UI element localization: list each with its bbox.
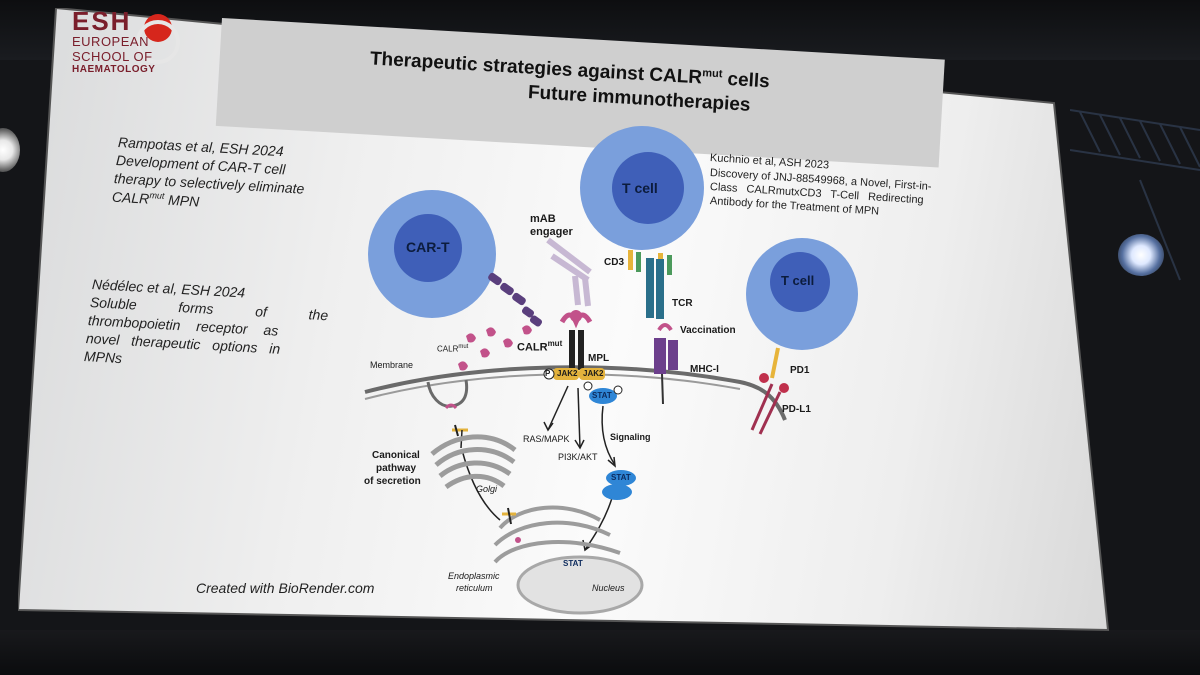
membrane-label: Membrane bbox=[370, 360, 414, 370]
biorender-credit: Created with BioRender.com bbox=[196, 580, 375, 596]
pd1-label: PD1 bbox=[790, 365, 810, 376]
t-cell-1-label: T cell bbox=[622, 180, 658, 196]
jak2-label-b: JAK2 bbox=[583, 369, 604, 378]
logo-school: SCHOOL OF bbox=[72, 49, 153, 64]
t-cell-2-label: T cell bbox=[781, 273, 815, 288]
calr-small-label: CALRmut bbox=[437, 344, 469, 354]
tcr-cd3-complex bbox=[628, 250, 672, 319]
stat-dimer-cytoplasm bbox=[602, 470, 636, 500]
golgi-apparatus bbox=[430, 434, 517, 490]
logo-european: EUROPEAN bbox=[72, 34, 149, 49]
stat-membrane bbox=[583, 381, 623, 404]
stage-spotlight-right bbox=[1118, 234, 1164, 276]
nucleus-label: Nucleus bbox=[592, 583, 625, 593]
mhc-i bbox=[654, 323, 678, 405]
logo-red-dot bbox=[144, 14, 172, 42]
mhc-label: MHC-I bbox=[690, 364, 719, 375]
signaling-label: Signaling bbox=[610, 432, 651, 442]
calr-big-label: CALRmut bbox=[517, 339, 563, 354]
vaccination-label: Vaccination bbox=[680, 325, 736, 336]
jak2-kinase bbox=[543, 368, 605, 380]
ras-mapk-label: RAS/MAPK bbox=[523, 434, 570, 444]
canonical-label-1: Canonical bbox=[372, 450, 420, 461]
signaling-arrows bbox=[543, 385, 616, 552]
canonical-label-3: of secretion bbox=[364, 476, 421, 487]
pd1-receptor bbox=[770, 347, 780, 379]
nucleus bbox=[516, 555, 644, 615]
esh-logo bbox=[136, 14, 180, 64]
mpl-receptor bbox=[559, 310, 593, 370]
car-t-label: CAR-T bbox=[406, 239, 450, 255]
jak2-label-a: JAK2 bbox=[557, 369, 578, 378]
car-t-nucleus bbox=[394, 214, 462, 282]
stage-spotlight-left bbox=[0, 128, 20, 172]
endoplasmic-reticulum bbox=[493, 505, 621, 564]
pi3k-akt-label: PI3K/AKT bbox=[558, 452, 598, 462]
mab-engager bbox=[546, 237, 592, 307]
stage-floor bbox=[0, 630, 1200, 675]
phospho-label: P bbox=[545, 369, 551, 378]
car-receptor bbox=[488, 272, 543, 327]
tcr-label: TCR bbox=[672, 298, 693, 309]
stat-label-mid: STAT bbox=[611, 473, 631, 482]
mab-label: mAB bbox=[530, 213, 556, 225]
secretion-vesicle bbox=[426, 379, 501, 521]
t-cell-1-nucleus bbox=[612, 152, 684, 224]
pdl1-label: PD-L1 bbox=[782, 404, 811, 415]
engager-label: engager bbox=[530, 226, 573, 238]
canonical-label-2: pathway bbox=[376, 463, 417, 474]
er-label-1: Endoplasmic bbox=[448, 571, 500, 581]
stat-label-membrane: STAT bbox=[592, 391, 612, 400]
mpl-label: MPL bbox=[588, 353, 610, 364]
calr-mut-soluble bbox=[458, 325, 532, 371]
er-label-2: reticulum bbox=[456, 583, 493, 593]
t-cell-2-nucleus bbox=[770, 252, 830, 312]
stat-label-nucleus: STAT bbox=[563, 559, 583, 568]
golgi-label: Golgi bbox=[476, 484, 498, 494]
pdl1-ligand bbox=[750, 373, 789, 435]
cd3-label: CD3 bbox=[604, 257, 625, 268]
logo-esh: ESH bbox=[72, 6, 132, 36]
logo-haematology: HAEMATOLOGY bbox=[72, 64, 156, 75]
